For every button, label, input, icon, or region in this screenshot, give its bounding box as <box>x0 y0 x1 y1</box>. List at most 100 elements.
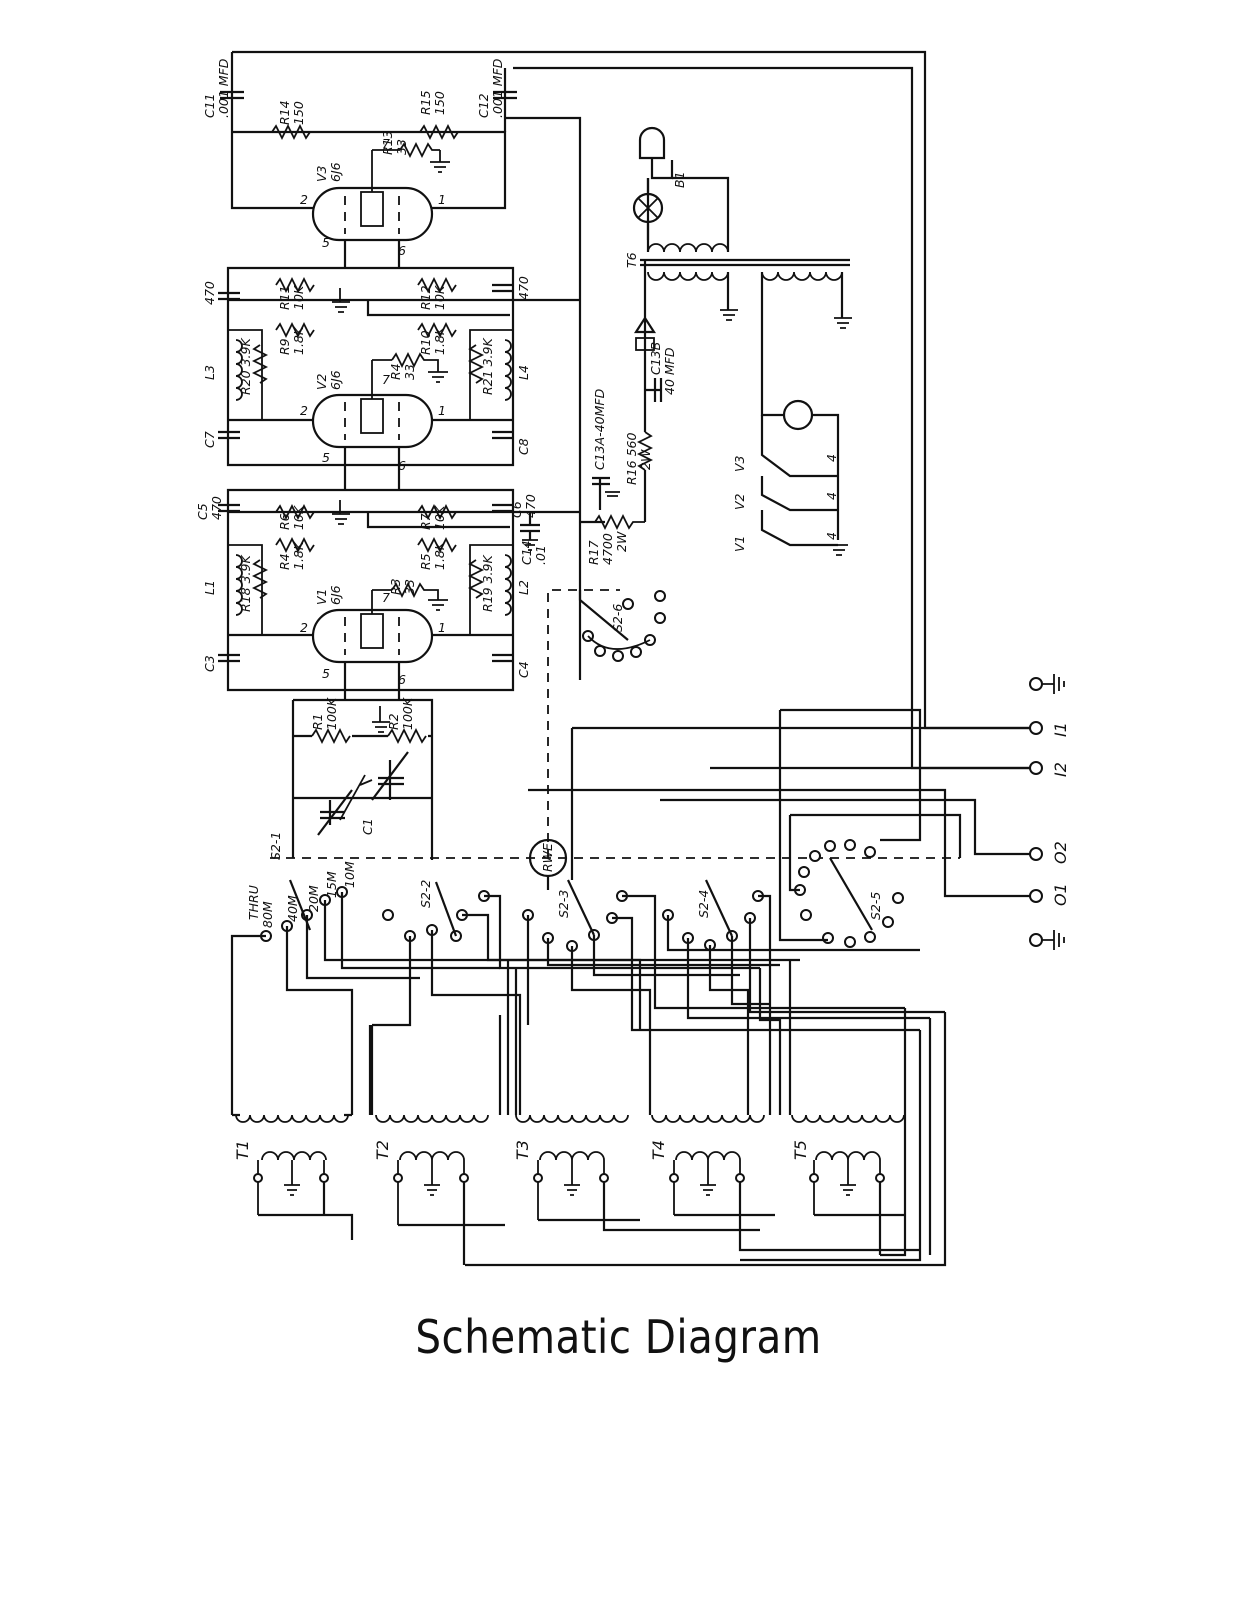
transformer-wiring <box>285 892 947 1267</box>
label-c1: C1 <box>360 818 375 835</box>
label-r1: R1 <box>310 713 325 730</box>
v2-stage: 2 1 5 6 7 <box>218 266 580 490</box>
label-r2-value: 100K <box>400 696 415 730</box>
label-t5: T5 <box>791 1140 810 1160</box>
capacitor-c5 <box>218 503 240 513</box>
label-t3: T3 <box>513 1140 532 1160</box>
label-t4: T4 <box>649 1140 668 1160</box>
resistor-r6 <box>275 503 315 521</box>
label-l1: L1 <box>202 580 217 595</box>
label-r21: R21 3.9K <box>480 337 495 395</box>
label-r17-watt: 2W <box>614 531 629 552</box>
meter-rwe <box>528 728 574 890</box>
transformer-t6 <box>640 176 852 402</box>
label-heater-pin4-a: 4 <box>824 454 839 462</box>
variable-capacitor-c1 <box>317 751 409 836</box>
label-c11: C11 <box>202 93 217 118</box>
resistor-r14 <box>271 123 311 141</box>
label-v3-pin1: 1 <box>438 192 446 207</box>
frame-wires <box>230 50 1036 770</box>
label-o2: O2 <box>1051 841 1070 864</box>
label-r15-value: 150 <box>432 91 447 115</box>
capacitor-c12 <box>493 90 517 100</box>
label-r20: R20 3.9K <box>238 337 253 395</box>
label-v3-pin7: 7 <box>382 136 390 151</box>
tube-v1 <box>228 581 513 700</box>
label-r9: R9 <box>277 338 292 355</box>
label-v2-pin1: 1 <box>438 403 446 418</box>
switch-s2-2 <box>382 881 490 942</box>
label-v3-pin6: 6 <box>398 243 406 258</box>
label-v2-pin5: 5 <box>322 450 330 465</box>
label-r4-v2: R4 <box>388 363 403 380</box>
label-r7: R7 <box>418 513 433 530</box>
label-heater-v2: V2 <box>732 493 747 510</box>
label-c8: C8 <box>516 438 531 455</box>
label-l3: L3 <box>202 365 217 380</box>
label-r10-value: 1.8K <box>432 325 447 355</box>
tube-v2 <box>228 351 513 490</box>
label-s2-4: S2-4 <box>696 890 711 918</box>
label-r6-value: 10K <box>291 504 306 530</box>
resistor-r4 <box>275 536 315 554</box>
label-c13b-value: 40 MFD <box>662 347 677 395</box>
label-sw-15m: 15M <box>324 871 339 898</box>
label-heater-pin4-b: 4 <box>824 492 839 500</box>
terminals <box>528 674 1065 950</box>
label-r7-value: 10K <box>432 504 447 530</box>
resistor-r2 <box>387 727 427 745</box>
transformer-t1 <box>232 1113 354 1240</box>
label-s2-1: S2-1 <box>268 832 283 860</box>
label-s2-3: S2-3 <box>556 890 571 918</box>
resistor-r7 <box>417 503 457 521</box>
terminal-o1 <box>1029 889 1043 903</box>
label-r12-value: 10K <box>432 284 447 310</box>
resistor-r17 <box>594 513 645 531</box>
label-r13: R13 <box>380 130 395 155</box>
label-c6: C6 <box>509 501 524 518</box>
label-c5-value: 470 <box>209 496 224 520</box>
v3-stage: 2 1 5 6 7 <box>220 90 517 268</box>
switch-s2-1 <box>230 879 348 1115</box>
label-r18: R18 3.9K <box>238 554 253 612</box>
label-t6: T6 <box>624 252 639 268</box>
label-b1: B1 <box>672 171 687 188</box>
label-c13b: C13B <box>648 342 663 375</box>
capacitor-c4 <box>492 653 514 663</box>
label-c14: C14 <box>519 540 534 565</box>
label-v1-pin2: 2 <box>300 620 308 635</box>
resistor-r1 <box>311 727 351 745</box>
label-sw-10m: 10M <box>342 861 357 888</box>
label-r1-value: 100K <box>324 696 339 730</box>
terminal-ground-top <box>1029 677 1043 691</box>
label-heater-v1: V1 <box>732 535 747 552</box>
terminal-ground-bottom <box>1029 933 1043 947</box>
resistor-r16 <box>636 431 654 471</box>
label-rwe: RWE <box>540 843 555 872</box>
label-v1-type: 6J6 <box>328 585 343 605</box>
lamp-b1 <box>632 178 664 240</box>
capacitor-c14 <box>520 512 540 551</box>
capacitor-c8 <box>492 430 514 440</box>
switch-s2-6 <box>578 590 666 662</box>
label-v1-pin7: 7 <box>382 590 390 605</box>
label-r5-value: 1.8K <box>432 540 447 570</box>
capacitor-c13b <box>645 378 663 402</box>
label-c12-value: .001 MFD <box>490 58 505 118</box>
label-r16-watt: 2W <box>638 449 653 470</box>
input-network <box>291 698 434 860</box>
pilot-lamp-symbol <box>782 399 814 431</box>
label-c3: C3 <box>202 655 217 672</box>
label-r14-value: 150 <box>291 101 306 125</box>
resistor-r12 <box>417 276 457 294</box>
label-r4: R4 <box>277 553 292 570</box>
label-sw-thru: THRU <box>246 885 261 920</box>
resistor-r15 <box>419 123 459 141</box>
label-c12: C12 <box>476 93 491 118</box>
label-t2: T2 <box>373 1140 392 1160</box>
label-v2-pin2: 2 <box>300 403 308 418</box>
label-r19: R19 3.9K <box>480 554 495 612</box>
label-o1: O1 <box>1051 883 1070 906</box>
label-r10: R10 <box>418 330 433 355</box>
